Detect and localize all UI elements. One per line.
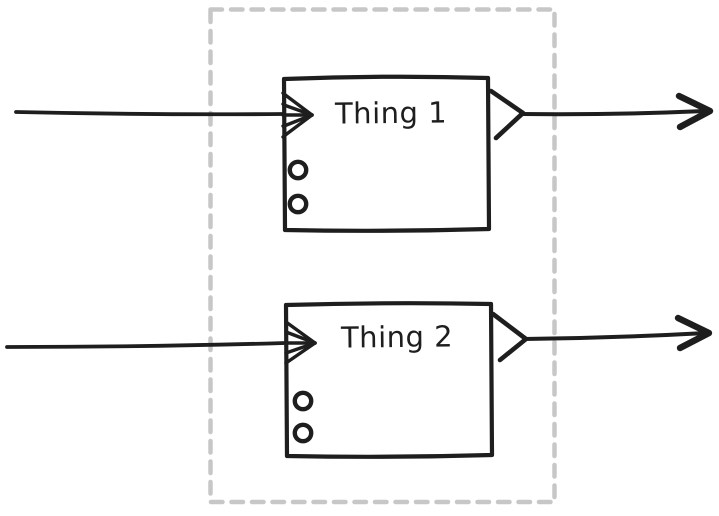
node-thing-2[interactable] xyxy=(5,301,713,459)
input-arrow-line-thing-2 xyxy=(5,341,287,349)
output-arrowhead-icon xyxy=(675,92,714,131)
port-circle-icon xyxy=(287,159,309,181)
output-arrowhead-icon xyxy=(674,314,713,352)
input-arrowhead-fan-overlap-icon xyxy=(282,92,314,138)
output-chevron-icon xyxy=(488,88,526,141)
node-label-thing-2[interactable]: Thing 2 xyxy=(340,319,454,355)
node-thing-1[interactable] xyxy=(14,74,714,233)
output-arrow-line-thing-1 xyxy=(519,109,707,117)
group-boundary-dashed-rect xyxy=(208,7,557,505)
input-arrow-line-thing-1 xyxy=(14,110,285,117)
port-circle-icon xyxy=(292,422,314,444)
node-box-thing-1 xyxy=(281,74,492,233)
output-arrow-line-thing-2 xyxy=(522,331,708,341)
input-arrowhead-fan-icon xyxy=(284,320,317,365)
output-chevron-icon xyxy=(490,311,529,363)
port-circle-icon xyxy=(287,193,309,215)
node-box-thing-2 xyxy=(283,301,495,459)
node-label-thing-1[interactable]: Thing 1 xyxy=(334,95,448,131)
port-circle-icon xyxy=(292,390,314,412)
